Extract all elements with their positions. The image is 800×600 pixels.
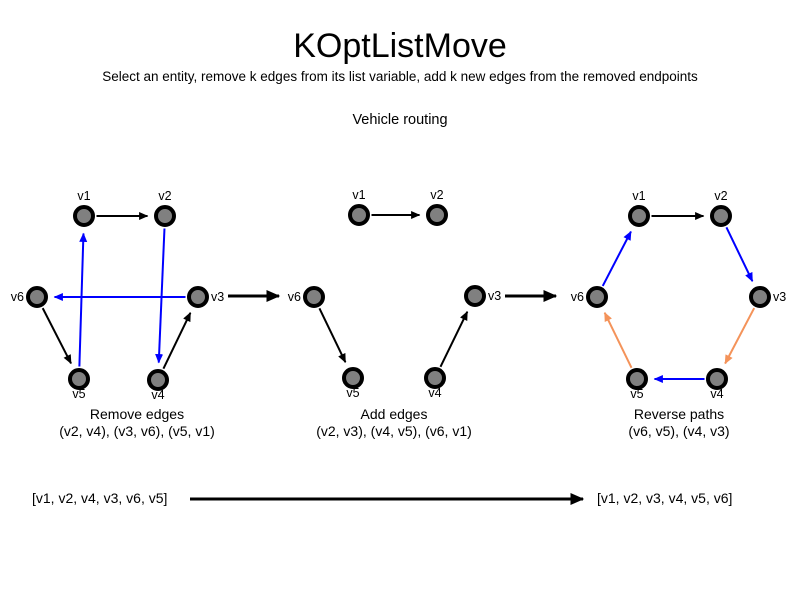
- edge-v6-v5: [41, 307, 72, 365]
- node-v6[interactable]: [586, 286, 608, 308]
- node-label-v3: v3: [488, 289, 501, 303]
- node-v1[interactable]: [628, 205, 650, 227]
- node-label-v6: v6: [11, 290, 24, 304]
- section-label: Vehicle routing: [352, 112, 448, 128]
- node-label-v4: v4: [428, 386, 441, 400]
- node-v5[interactable]: [626, 368, 648, 390]
- edge-v2-v3: [725, 226, 754, 282]
- node-v3[interactable]: [187, 286, 209, 308]
- panel-edges: [318, 211, 469, 368]
- node-v5[interactable]: [68, 368, 90, 390]
- node-label-v2: v2: [430, 188, 443, 202]
- panel-edges: [601, 212, 756, 383]
- panel-caption-title: Reverse paths: [634, 406, 724, 422]
- panel-caption-detail: (v2, v3), (v4, v5), (v6, v1): [316, 423, 472, 439]
- node-v4[interactable]: [147, 369, 169, 391]
- node-label-v1: v1: [77, 189, 90, 203]
- panel-nodes: v1 v2 v3 v4 v5 v6: [288, 188, 501, 400]
- node-v6[interactable]: [26, 286, 48, 308]
- node-label-v4: v4: [151, 388, 164, 402]
- node-v3[interactable]: [464, 285, 486, 307]
- panel-caption-title: Remove edges: [90, 406, 184, 422]
- edge-v6-v5: [318, 307, 347, 363]
- node-label-v6: v6: [571, 290, 584, 304]
- panel-caption-title: Add edges: [361, 406, 428, 422]
- panel-caption-detail: (v2, v4), (v3, v6), (v5, v1): [59, 423, 215, 439]
- node-label-v5: v5: [346, 386, 359, 400]
- node-label-v2: v2: [714, 189, 727, 203]
- panel-caption-detail: (v6, v5), (v4, v3): [628, 423, 729, 439]
- panel-nodes: v1 v2 v3 v4 v5 v6: [11, 189, 224, 402]
- panel-nodes: v1 v2 v3 v4 v5 v6: [571, 189, 786, 401]
- node-label-v6: v6: [288, 290, 301, 304]
- node-label-v1: v1: [632, 189, 645, 203]
- node-label-v5: v5: [72, 387, 85, 401]
- edge-v4-v3: [439, 311, 469, 368]
- node-v4[interactable]: [424, 367, 446, 389]
- node-v1[interactable]: [348, 204, 370, 226]
- page-title: KOptListMove: [293, 27, 507, 65]
- node-v3[interactable]: [749, 286, 771, 308]
- edge-v4-v3: [162, 312, 192, 370]
- node-v2[interactable]: [426, 204, 448, 226]
- node-label-v2: v2: [158, 189, 171, 203]
- edge-v6-v1: [601, 230, 632, 287]
- node-label-v4: v4: [710, 387, 723, 401]
- edge-v3-v4: [724, 307, 756, 365]
- node-v4[interactable]: [706, 368, 728, 390]
- node-label-v1: v1: [352, 188, 365, 202]
- node-v1[interactable]: [73, 205, 95, 227]
- node-v6[interactable]: [303, 286, 325, 308]
- page-subtitle: Select an entity, remove k edges from it…: [102, 69, 698, 84]
- node-label-v3: v3: [773, 290, 786, 304]
- panel-edges: [41, 212, 192, 370]
- footer-list-before: [v1, v2, v4, v3, v6, v5]: [32, 490, 167, 506]
- node-label-v5: v5: [630, 387, 643, 401]
- node-v2[interactable]: [710, 205, 732, 227]
- edge-v5-v6: [603, 312, 633, 369]
- node-label-v3: v3: [211, 290, 224, 304]
- edge-v2-v4: [155, 228, 166, 364]
- edge-v5-v1: [78, 232, 88, 367]
- node-v2[interactable]: [154, 205, 176, 227]
- footer-list-after: [v1, v2, v3, v4, v5, v6]: [597, 490, 732, 506]
- node-v5[interactable]: [342, 367, 364, 389]
